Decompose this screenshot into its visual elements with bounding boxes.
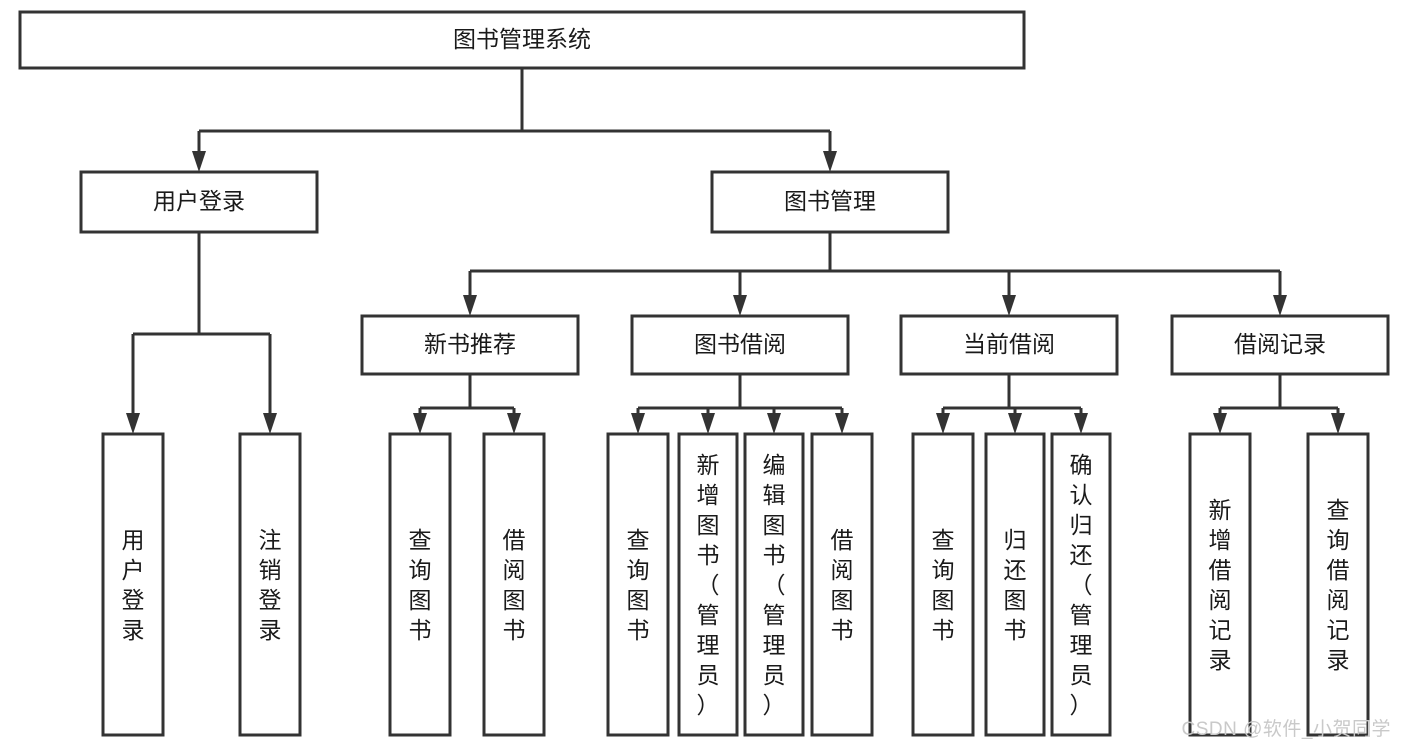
arrow-head-icon bbox=[413, 413, 427, 434]
arrow-head-icon bbox=[701, 413, 715, 434]
node-label: 查询图书 bbox=[932, 527, 955, 643]
node-borrow-record[interactable]: 借阅记录 bbox=[1170, 314, 1390, 376]
arrow-head-icon bbox=[1213, 413, 1227, 434]
node-leaf-borrow-book-recommend[interactable]: 借阅图书 bbox=[482, 432, 546, 737]
connector-borrow-to-leaves bbox=[631, 374, 849, 434]
node-leaf-add-borrow-record[interactable]: 新增借阅记录 bbox=[1188, 432, 1252, 737]
node-book-manage[interactable]: 图书管理 bbox=[710, 170, 950, 234]
node-label: 查询图书 bbox=[627, 527, 650, 643]
node-box[interactable] bbox=[360, 314, 580, 376]
nodes-layer: 图书管理系统用户登录图书管理新书推荐图书借阅当前借阅借阅记录用户登录注销登录查询… bbox=[18, 10, 1390, 737]
arrow-head-icon bbox=[1273, 295, 1287, 316]
node-box[interactable] bbox=[710, 170, 950, 234]
node-box[interactable] bbox=[101, 432, 165, 737]
node-box[interactable] bbox=[388, 432, 452, 737]
node-label: 注销登录 bbox=[259, 527, 282, 643]
arrow-head-icon bbox=[192, 151, 206, 172]
node-leaf-logout-login[interactable]: 注销登录 bbox=[238, 432, 302, 737]
node-label: 查询图书 bbox=[409, 527, 432, 643]
node-box[interactable] bbox=[606, 432, 670, 737]
node-label: 归还图书 bbox=[1004, 527, 1027, 643]
node-box[interactable] bbox=[1306, 432, 1370, 737]
node-label: 新书推荐 bbox=[424, 331, 516, 357]
node-box[interactable] bbox=[482, 432, 546, 737]
node-box[interactable] bbox=[1170, 314, 1390, 376]
connector-recommend-to-leaves bbox=[413, 374, 521, 434]
node-leaf-query-book-borrow[interactable]: 查询图书 bbox=[606, 432, 670, 737]
node-label: 确认归还（管理员） bbox=[1070, 452, 1093, 718]
node-leaf-confirm-return[interactable]: 确认归还（管理员） bbox=[1050, 432, 1112, 737]
node-box[interactable] bbox=[18, 10, 1026, 70]
connectors-layer bbox=[126, 68, 1345, 434]
node-label: 用户登录 bbox=[122, 527, 145, 643]
node-box[interactable] bbox=[984, 432, 1046, 737]
node-leaf-user-login[interactable]: 用户登录 bbox=[101, 432, 165, 737]
node-box[interactable] bbox=[899, 314, 1119, 376]
node-leaf-query-book-recommend[interactable]: 查询图书 bbox=[388, 432, 452, 737]
node-leaf-query-book-current[interactable]: 查询图书 bbox=[911, 432, 975, 737]
node-current-borrow[interactable]: 当前借阅 bbox=[899, 314, 1119, 376]
arrow-head-icon bbox=[126, 413, 140, 434]
node-book-borrow[interactable]: 图书借阅 bbox=[630, 314, 850, 376]
node-label: 查询借阅记录 bbox=[1327, 497, 1350, 673]
node-box[interactable] bbox=[79, 170, 319, 234]
arrow-head-icon bbox=[263, 413, 277, 434]
node-label: 图书管理系统 bbox=[453, 26, 591, 52]
node-box[interactable] bbox=[911, 432, 975, 737]
arrow-head-icon bbox=[1074, 413, 1088, 434]
node-new-book-recommend[interactable]: 新书推荐 bbox=[360, 314, 580, 376]
node-box[interactable] bbox=[1050, 432, 1112, 737]
node-leaf-add-book[interactable]: 新增图书（管理员） bbox=[677, 432, 739, 737]
arrow-head-icon bbox=[631, 413, 645, 434]
connector-userlogin-to-leaves bbox=[126, 232, 277, 434]
connector-bookmanage-to-level3 bbox=[463, 232, 1287, 316]
arrow-head-icon bbox=[1331, 413, 1345, 434]
arrow-head-icon bbox=[835, 413, 849, 434]
node-label: 借阅图书 bbox=[503, 527, 526, 643]
node-leaf-edit-book[interactable]: 编辑图书（管理员） bbox=[743, 432, 805, 737]
arrow-head-icon bbox=[507, 413, 521, 434]
node-user-login[interactable]: 用户登录 bbox=[79, 170, 319, 234]
node-label: 借阅图书 bbox=[831, 527, 854, 643]
arrow-head-icon bbox=[823, 151, 837, 172]
node-box[interactable] bbox=[743, 432, 805, 737]
arrow-head-icon bbox=[1002, 295, 1016, 316]
node-box[interactable] bbox=[238, 432, 302, 737]
node-label: 编辑图书（管理员） bbox=[763, 452, 786, 718]
node-box[interactable] bbox=[810, 432, 874, 737]
node-root[interactable]: 图书管理系统 bbox=[18, 10, 1026, 70]
node-label: 当前借阅 bbox=[963, 331, 1055, 357]
node-label: 图书管理 bbox=[784, 188, 876, 214]
arrow-head-icon bbox=[1008, 413, 1022, 434]
arrow-head-icon bbox=[767, 413, 781, 434]
node-label: 借阅记录 bbox=[1234, 331, 1326, 357]
node-label: 新增图书（管理员） bbox=[697, 452, 720, 718]
arrow-head-icon bbox=[733, 295, 747, 316]
node-leaf-return-book[interactable]: 归还图书 bbox=[984, 432, 1046, 737]
arrow-head-icon bbox=[463, 295, 477, 316]
connector-root-to-level2 bbox=[192, 68, 837, 172]
node-box[interactable] bbox=[1188, 432, 1252, 737]
node-label: 用户登录 bbox=[153, 188, 245, 214]
arrow-head-icon bbox=[936, 413, 950, 434]
node-leaf-query-borrow-record[interactable]: 查询借阅记录 bbox=[1306, 432, 1370, 737]
node-box[interactable] bbox=[677, 432, 739, 737]
connector-record-to-leaves bbox=[1213, 374, 1345, 434]
node-label: 新增借阅记录 bbox=[1209, 497, 1232, 673]
node-label: 图书借阅 bbox=[694, 331, 786, 357]
node-box[interactable] bbox=[630, 314, 850, 376]
node-leaf-borrow-book[interactable]: 借阅图书 bbox=[810, 432, 874, 737]
connector-current-to-leaves bbox=[936, 374, 1088, 434]
